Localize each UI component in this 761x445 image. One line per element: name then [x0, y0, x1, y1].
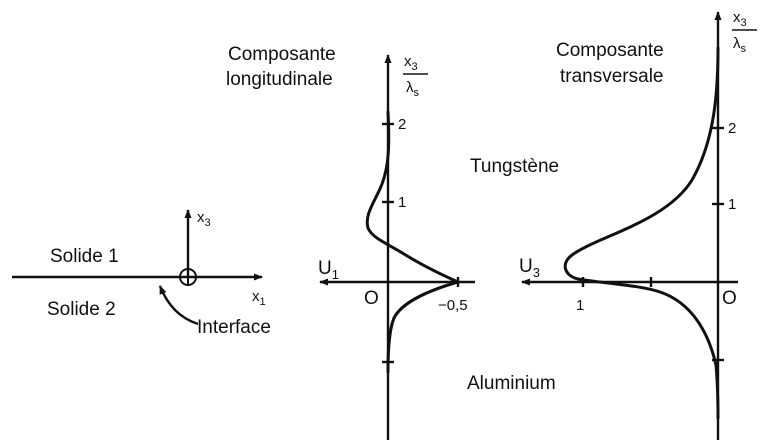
interface-label: Interface — [197, 317, 271, 338]
trans-tick-y2-label: 2 — [728, 120, 736, 137]
long-curve-upper — [365, 110, 460, 284]
long-curve-lower — [386, 280, 460, 374]
long-tick-y2-label: 2 — [398, 116, 406, 133]
long-u-label: U1 — [318, 258, 339, 282]
trans-axis-fraction: x3 λs — [732, 9, 757, 55]
trans-tick-x-label: 1 — [576, 297, 584, 314]
svg-text:x3: x3 — [404, 53, 418, 73]
material-bottom-label: Aluminium — [467, 373, 556, 394]
solid1-label: Solide 1 — [50, 246, 119, 267]
long-title-2: longitudinale — [226, 69, 333, 90]
long-origin: O — [364, 288, 379, 309]
long-tick-x-label: −0,5 — [438, 297, 468, 314]
plot-transversal: Composante transversale x3 λs U3 O 1 1 2 — [519, 9, 757, 440]
trans-u-label: U3 — [519, 256, 540, 280]
interface-pointer — [158, 285, 199, 326]
long-title-1: Composante — [228, 44, 336, 65]
long-axis-fraction: x3 λs — [403, 53, 428, 99]
long-tick-y1-label: 1 — [398, 194, 406, 211]
material-top-label: Tungstène — [470, 156, 559, 177]
trans-tick-y1-label: 1 — [728, 196, 736, 213]
trans-curve-upper — [563, 46, 720, 420]
origin-symbol — [179, 268, 197, 286]
trans-title-1: Composante — [556, 40, 664, 61]
axis-x1-label: x1 — [252, 288, 266, 308]
svg-text:λs: λs — [406, 79, 420, 99]
plot-longitudinal: Composante longitudinale x3 λs U1 O −0,5… — [226, 44, 475, 440]
trans-origin: O — [722, 288, 737, 309]
solid2-label: Solide 2 — [47, 299, 116, 320]
svg-text:λs: λs — [733, 35, 747, 55]
axis-x3-label: x3 — [197, 209, 211, 229]
svg-text:x3: x3 — [733, 9, 747, 29]
interface-sketch: Solide 1 Solide 2 Interface x3 x1 — [12, 209, 271, 338]
trans-title-2: transversale — [560, 66, 664, 87]
